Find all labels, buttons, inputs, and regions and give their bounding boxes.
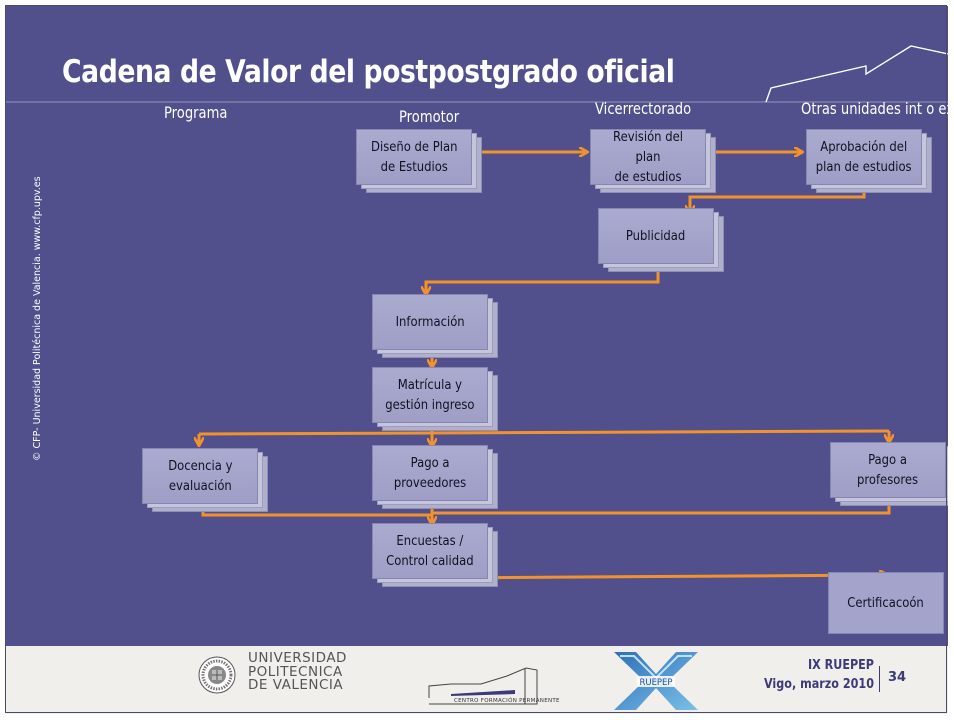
flow-arrows	[6, 6, 948, 714]
box-docencia: Docencia y evaluación	[142, 448, 268, 512]
column-header-promotor: Promotor	[399, 107, 460, 126]
arrow-publicidad-informacion	[426, 268, 660, 294]
conference-location-date: Vigo, marzo 2010	[763, 677, 874, 692]
conference-name: IX RUEPEP	[807, 658, 874, 673]
university-line-3: DE VALENCIA	[248, 677, 344, 693]
box-diseno-plan: Diseño de Plan de Estudios	[356, 129, 482, 193]
building-outline-decoration	[6, 45, 948, 103]
column-header-otras-unidades: Otras unidades int o ext	[801, 99, 948, 118]
column-header-vicerrectorado: Vicerrectorado	[595, 99, 692, 118]
page-number: 34	[888, 670, 907, 685]
box-pago-proveedores: Pago a proveedores	[372, 445, 498, 509]
ruepep-logo-text: RUEPEP	[639, 678, 672, 688]
box-label: Información	[395, 314, 465, 330]
box-encuestas: Encuestas / Control calidad	[372, 523, 498, 587]
box-pago-profesores: Pago a profesores	[830, 442, 948, 506]
box-label: Docencia y evaluación	[167, 458, 233, 494]
box-label: Diseño de Plan de Estudios	[370, 139, 458, 175]
box-label: Certificacoón	[847, 595, 925, 611]
box-label: Aprobación del plan de estudios	[816, 139, 912, 175]
footer-divider	[879, 666, 880, 692]
slide-footer: UNIVERSIDAD POLITECNICA DE VALENCIA CENT…	[6, 646, 948, 714]
box-label: Revisión del plan de estudios	[613, 129, 683, 185]
box-label: Publicidad	[626, 228, 686, 244]
slide-title: Cadena de Valor del postpostgrado oficia…	[62, 54, 675, 90]
box-publicidad: Publicidad	[598, 208, 724, 272]
ruepep-logo-icon: RUEPEP	[614, 652, 698, 710]
box-label: Encuestas / Control calidad	[386, 533, 474, 569]
box-informacion: Información	[372, 294, 498, 358]
cfp-logo-icon	[428, 667, 538, 705]
box-aprobacion-plan: Aprobación del plan de estudios	[806, 129, 932, 193]
box-label: Matrícula y gestión ingreso	[385, 377, 475, 413]
box-matricula: Matrícula y gestión ingreso	[372, 367, 498, 431]
university-seal-icon	[198, 656, 236, 694]
box-revision-plan: Revisión del plan de estudios	[590, 129, 716, 193]
box-certificacion: Certificacoón	[828, 572, 944, 634]
conference-info: IX RUEPEP Vigo, marzo 2010	[764, 656, 874, 694]
arrow-encuestas-certificacion	[431, 575, 887, 578]
cfp-label: CENTRO FORMACIÓN PERMANENTE	[454, 698, 560, 704]
university-line-2: POLITECNICA	[248, 663, 343, 680]
slide: Cadena de Valor del postpostgrado oficia…	[6, 6, 948, 714]
column-header-programa: Programa	[164, 103, 228, 122]
box-label: Pago a proveedores	[393, 455, 467, 491]
arrow-distribution-line	[198, 429, 890, 436]
box-label: Pago a profesores	[857, 452, 919, 488]
university-name: UNIVERSIDAD POLITECNICA DE VALENCIA	[248, 650, 347, 693]
arrow-profesores-merge	[432, 496, 891, 515]
university-line-1: UNIVERSIDAD	[248, 650, 347, 666]
